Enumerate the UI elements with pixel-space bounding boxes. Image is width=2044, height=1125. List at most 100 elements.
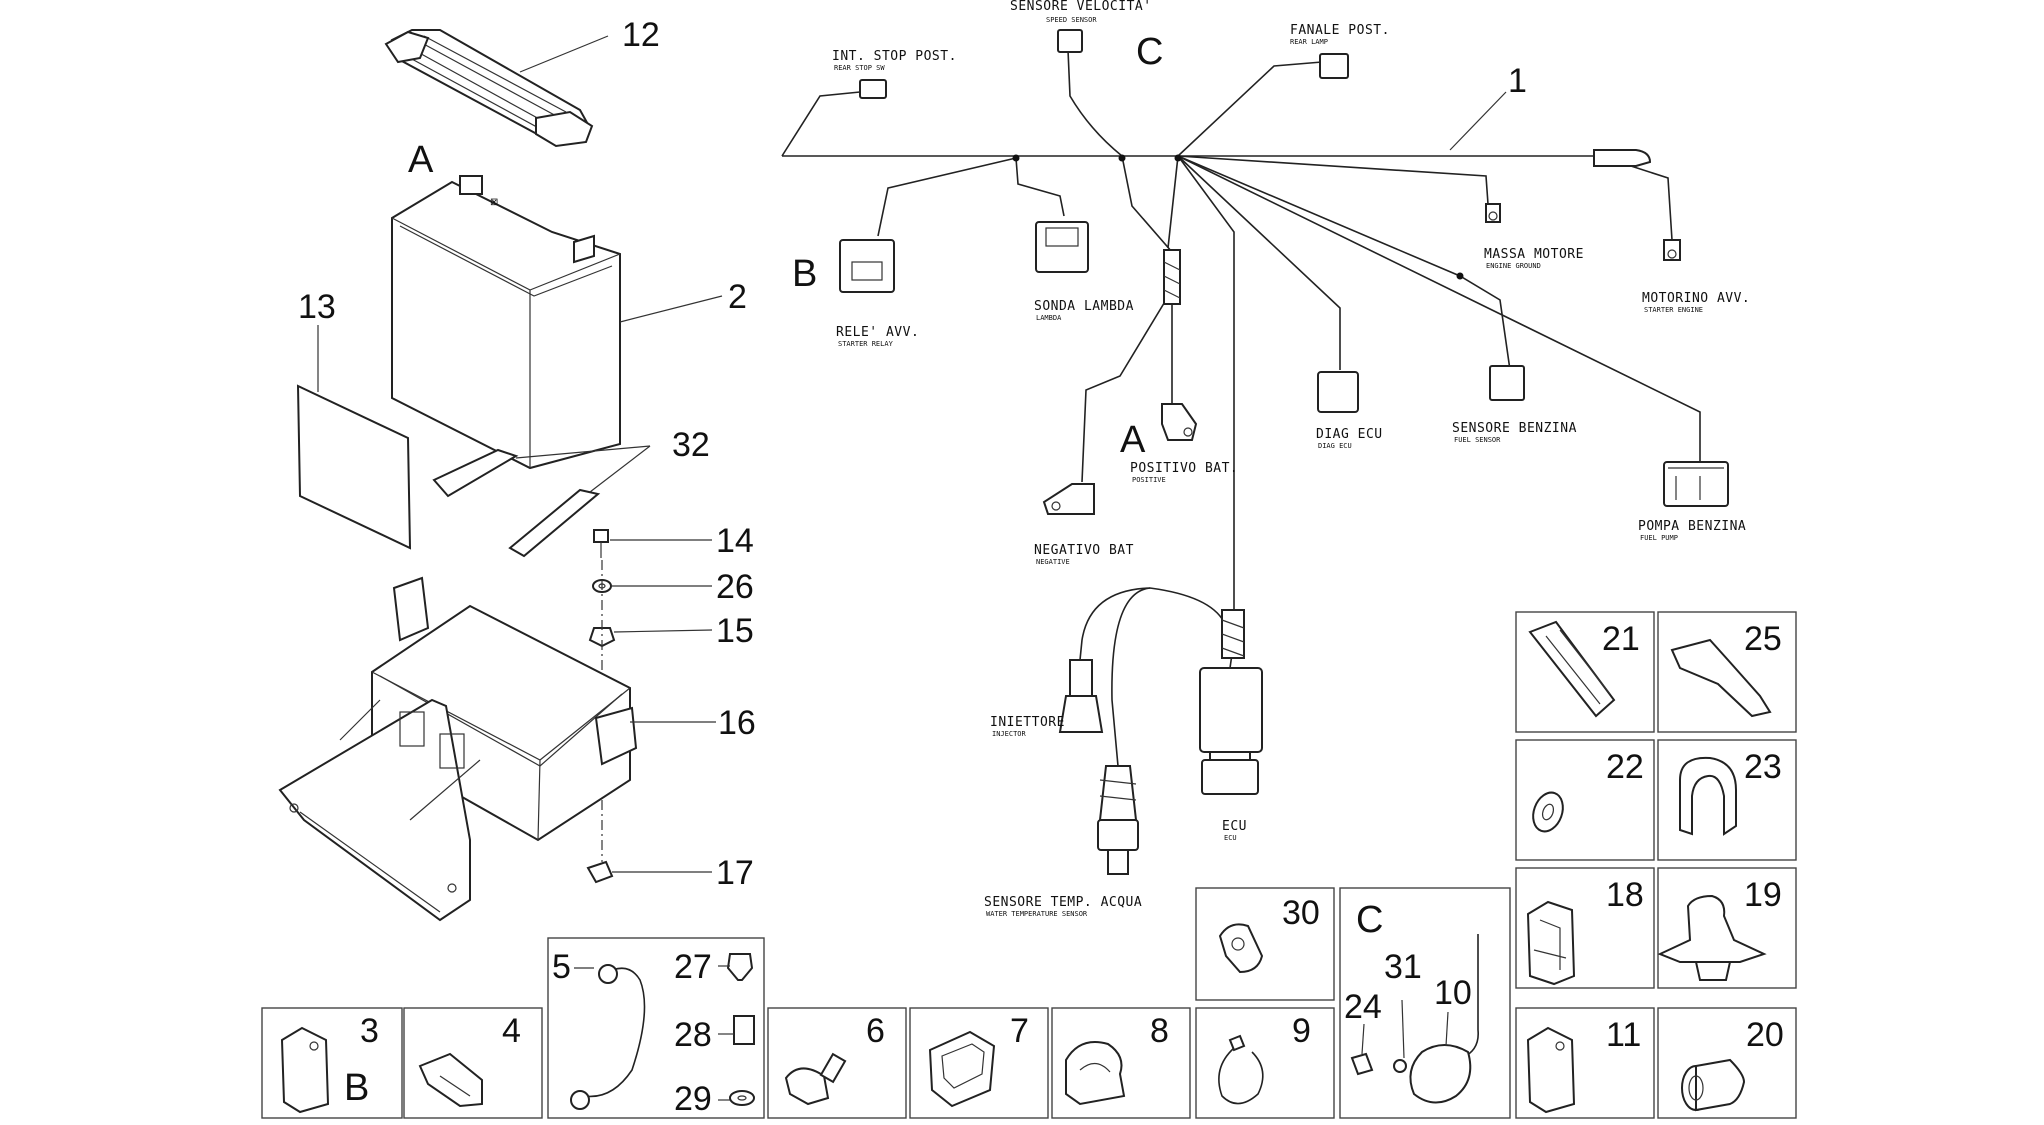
part-number-14: 14 [716, 522, 754, 560]
label-fuel-sensor: SENSORE BENZINA [1452, 421, 1577, 436]
part-number-32: 32 [672, 426, 710, 464]
leader-1 [1449, 91, 1507, 151]
part-box-23[interactable] [1657, 739, 1797, 861]
part-box-11[interactable] [1515, 1007, 1655, 1119]
part-number-28: 28 [674, 1016, 712, 1054]
part-number-9: 9 [1292, 1012, 1311, 1050]
part-number-1: 1 [1508, 62, 1527, 100]
leader-2 [619, 295, 723, 323]
label-starter-relay: RELE' AVV. [836, 325, 919, 340]
battery-tray-part-16[interactable] [278, 576, 638, 922]
part-box-20[interactable] [1657, 1007, 1797, 1119]
part-box-21[interactable] [1515, 611, 1655, 733]
label-fuel-pump-en: FUEL PUMP [1640, 534, 1678, 542]
label-lambda: SONDA LAMBDA [1034, 299, 1134, 314]
leader-31 [1401, 999, 1405, 1059]
part-number-7: 7 [1010, 1012, 1029, 1050]
part-box-19[interactable] [1657, 867, 1797, 989]
label-battery-negative-en: NEGATIVE [1036, 558, 1070, 566]
label-speed-sensor-en: SPEED SENSOR [1046, 16, 1097, 24]
wiring-harness-part-1[interactable] [781, 29, 1729, 875]
nut-part-15[interactable] [588, 627, 616, 648]
leader-15 [613, 629, 713, 633]
label-starter-relay-en: STARTER RELAY [838, 340, 894, 348]
label-speed-sensor: SENSORE VELOCITA' [1010, 0, 1152, 14]
part-number-12: 12 [622, 16, 660, 54]
part-box-30[interactable] [1195, 887, 1335, 1001]
callout-b-harness: B [792, 253, 817, 295]
part-box-5-27-28-29[interactable] [547, 937, 765, 1119]
part-number-31: 31 [1384, 948, 1422, 986]
label-battery-negative: NEGATIVO BAT [1034, 543, 1134, 558]
part-box-18[interactable] [1515, 867, 1655, 989]
leader-32a [515, 445, 651, 459]
part-box-10-24-31[interactable] [1339, 887, 1511, 1119]
part-number-8: 8 [1150, 1012, 1169, 1050]
label-rear-stop: INT. STOP POST. [832, 49, 957, 64]
part-number-16: 16 [718, 704, 756, 742]
battery-part-2[interactable]: ⊠ [391, 175, 621, 470]
part-number-6: 6 [866, 1012, 885, 1050]
label-injector: INIETTORE [990, 715, 1065, 730]
part-number-11: 11 [1606, 1016, 1641, 1054]
screw-part-14[interactable] [593, 529, 609, 558]
label-engine-ground-en: ENGINE GROUND [1486, 262, 1541, 270]
part-number-19: 19 [1744, 876, 1782, 914]
label-starter-engine-en: STARTER ENGINE [1644, 306, 1703, 314]
part-number-3: 3 [360, 1012, 379, 1050]
part-number-4: 4 [502, 1012, 521, 1050]
battery-pad-part-13[interactable] [296, 384, 412, 550]
callout-b-relay: B [344, 1067, 369, 1109]
label-ecu-en: ECU [1224, 834, 1237, 842]
part-box-25[interactable] [1657, 611, 1797, 733]
label-battery-positive-en: POSITIVE [1132, 476, 1166, 484]
part-box-3[interactable] [261, 1007, 403, 1119]
part-box-7[interactable] [909, 1007, 1049, 1119]
part-box-4[interactable] [403, 1007, 543, 1119]
part-number-15: 15 [716, 612, 754, 650]
part-box-22[interactable] [1515, 739, 1655, 861]
part-number-24: 24 [1344, 988, 1382, 1026]
label-rear-lamp-en: REAR LAMP [1290, 38, 1328, 46]
part-number-10: 10 [1434, 974, 1472, 1012]
callout-a-harness: A [1120, 419, 1146, 461]
label-water-temp-en: WATER TEMPERATURE SENSOR [986, 910, 1088, 918]
label-lambda-en: LAMBDA [1036, 314, 1062, 322]
label-diag-ecu-en: DIAG ECU [1318, 442, 1352, 450]
part-number-25: 25 [1744, 620, 1782, 658]
part-box-6[interactable] [767, 1007, 907, 1119]
leader-12 [519, 35, 609, 73]
part-number-21: 21 [1602, 620, 1640, 658]
label-engine-ground: MASSA MOTORE [1484, 247, 1584, 262]
part-number-23: 23 [1744, 748, 1782, 786]
leader-24 [1361, 1023, 1365, 1055]
label-ecu: ECU [1222, 819, 1247, 834]
part-number-2: 2 [728, 278, 747, 316]
leader-10 [1445, 1011, 1449, 1047]
part-box-8[interactable] [1051, 1007, 1191, 1119]
leader-32b [589, 445, 651, 493]
label-rear-stop-en: REAR STOP SW [834, 64, 885, 72]
label-diag-ecu: DIAG ECU [1316, 427, 1383, 442]
rubber-strips-part-32[interactable] [432, 448, 601, 558]
part-box-9[interactable] [1195, 1007, 1335, 1119]
clip-nut-part-17[interactable] [586, 860, 614, 884]
part-number-26: 26 [716, 568, 754, 606]
part-number-29: 29 [674, 1080, 712, 1118]
part-number-13: 13 [298, 288, 336, 326]
callout-c-sensor: C [1356, 899, 1383, 941]
label-water-temp: SENSORE TEMP. ACQUA [984, 895, 1142, 910]
label-rear-lamp: FANALE POST. [1290, 23, 1390, 38]
label-injector-en: INJECTOR [992, 730, 1027, 738]
label-battery-positive: POSITIVO BAT. [1130, 461, 1238, 476]
part-number-17: 17 [716, 854, 754, 892]
label-fuel-sensor-en: FUEL SENSOR [1454, 436, 1501, 444]
battery-strap-part-12[interactable] [384, 29, 594, 148]
part-number-18: 18 [1606, 876, 1644, 914]
label-fuel-pump: POMPA BENZINA [1638, 519, 1746, 534]
part-number-22: 22 [1606, 748, 1644, 786]
callout-a-battery: A [408, 139, 434, 181]
part-number-5: 5 [552, 948, 571, 986]
